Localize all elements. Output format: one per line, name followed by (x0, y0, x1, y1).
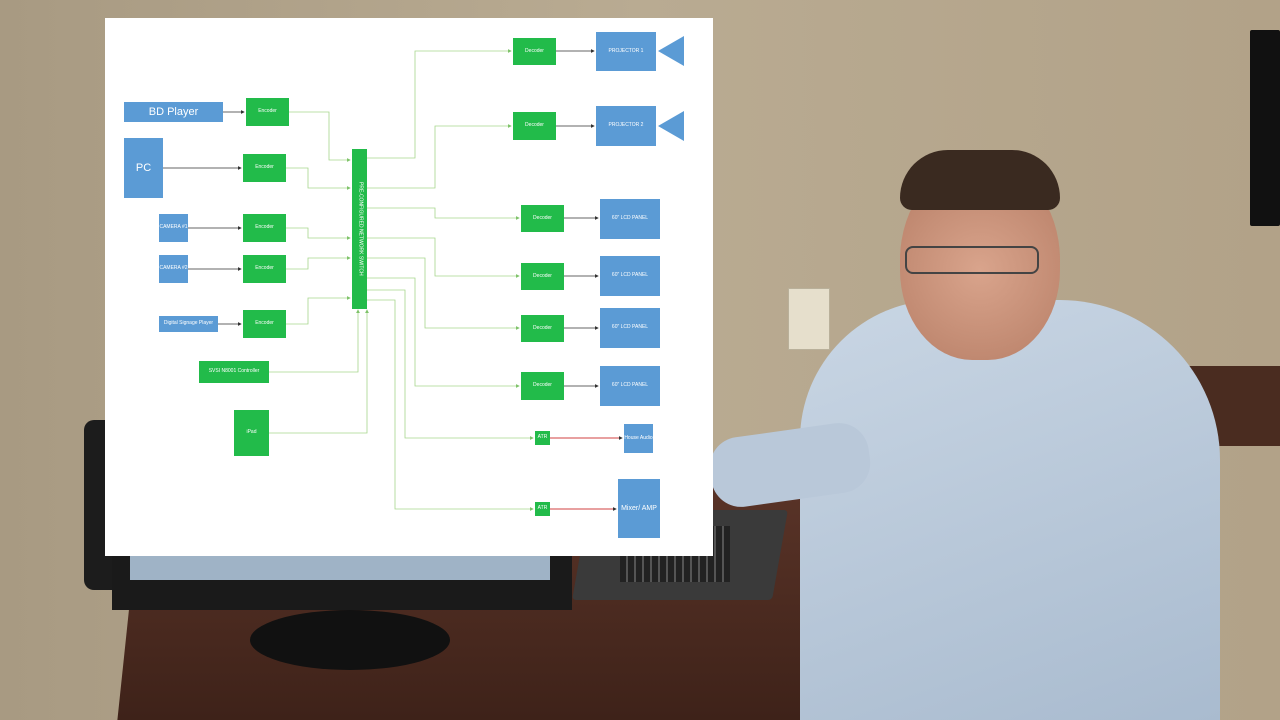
ipad-device: iPad (234, 410, 269, 456)
connector-lines (163, 36, 684, 511)
decoder-lcd-1: Decoder (521, 205, 564, 232)
projector-1-lens-icon (658, 36, 684, 66)
lcd-panel-2: 60" LCD PANEL (600, 256, 660, 296)
decoder-lcd-4: Decoder (521, 372, 564, 400)
wall-outlet (788, 288, 830, 350)
presenter-glasses (905, 246, 1039, 274)
encoder-camera-2: Encoder (243, 255, 286, 283)
encoder-bd-player: Encoder (246, 98, 289, 126)
mixer-amp: Mixer/ AMP (618, 479, 660, 538)
house-audio: House Audio (624, 424, 653, 453)
encoder-camera-1: Encoder (243, 214, 286, 242)
monitor-stand (250, 610, 450, 670)
encoder-signage: Encoder (243, 310, 286, 338)
monitor-screen (130, 552, 550, 580)
av-system-diagram: BD Player PC CAMERA #1 CAMERA #2 Digital… (105, 18, 713, 556)
projector-2-lens-icon (658, 111, 684, 141)
network-switch: PRE-CONFIGURED NETWORK SWITCH (352, 149, 367, 309)
decoder-lcd-2: Decoder (521, 263, 564, 290)
atr-house-audio: ATR (535, 431, 550, 445)
wall-tv (1250, 30, 1280, 226)
projector-2: PROJECTOR 2 (596, 106, 656, 146)
source-pc: PC (124, 138, 163, 198)
presenter-hair (900, 150, 1060, 210)
presenter-body (800, 300, 1220, 720)
lcd-panel-4: 60" LCD PANEL (600, 366, 660, 406)
lcd-panel-1: 60" LCD PANEL (600, 199, 660, 239)
lcd-panel-3: 60" LCD PANEL (600, 308, 660, 348)
decoder-projector-2: Decoder (513, 112, 556, 140)
source-digital-signage-player: Digital Signage Player (159, 316, 218, 332)
source-camera-1: CAMERA #1 (159, 214, 188, 242)
svsi-controller: SVSI N8001 Controller (199, 361, 269, 383)
encoder-pc: Encoder (243, 154, 286, 182)
atr-mixer: ATR (535, 502, 550, 516)
source-bd-player: BD Player (124, 102, 223, 122)
projector-1: PROJECTOR 1 (596, 32, 656, 71)
source-camera-2: CAMERA #2 (159, 255, 188, 283)
decoder-lcd-3: Decoder (521, 315, 564, 342)
decoder-projector-1: Decoder (513, 38, 556, 65)
